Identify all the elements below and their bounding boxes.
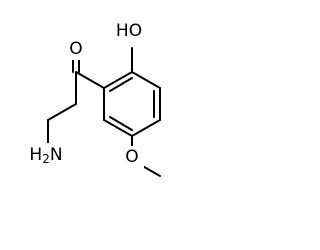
ring-bond-c2-c3	[131, 71, 161, 89]
methoxy-oxygen-label: O	[125, 147, 138, 167]
amine-label: H2N	[29, 145, 62, 166]
chemical-structure: O HO H2N O	[29, 21, 161, 177]
carbonyl-oxygen-label: O	[69, 39, 82, 59]
ring-double-bond-inner-3	[109, 116, 133, 131]
ring-bond-c1-c2	[103, 71, 133, 89]
bond-ring-to-carbonyl	[75, 71, 105, 89]
ring-double-bond-inner-1	[109, 77, 133, 92]
hydroxyl-label: HO	[116, 21, 142, 41]
bond-ch2-to-ch2	[47, 103, 77, 121]
ring-bond-c5-c6	[103, 119, 133, 137]
ring-bond-c4-c5	[131, 119, 161, 137]
